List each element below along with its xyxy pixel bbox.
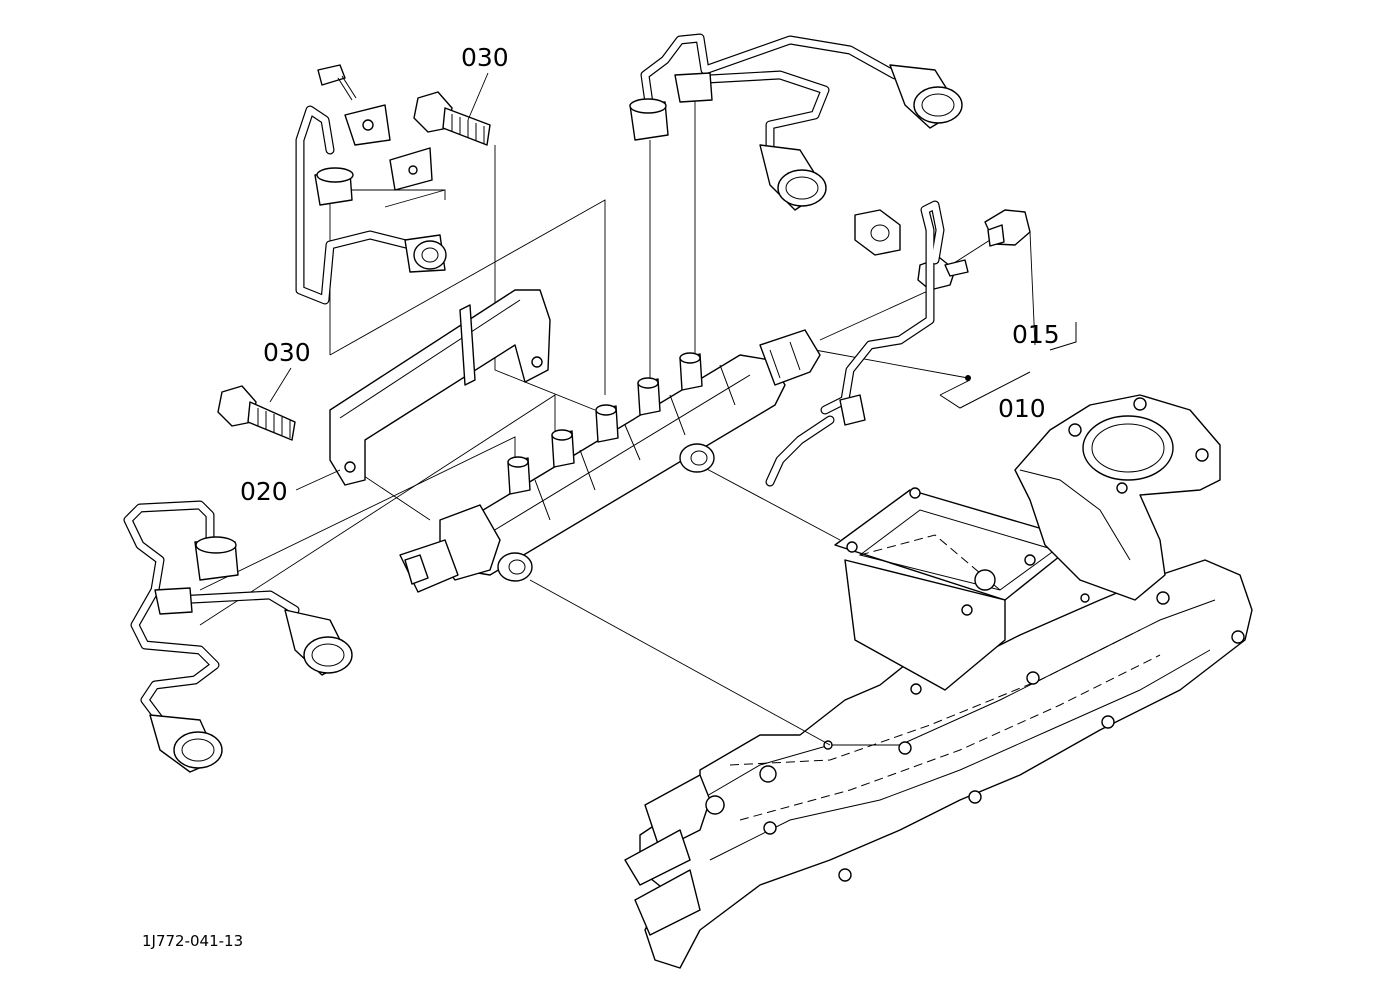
callout-020: 020	[240, 477, 288, 506]
bolt-030-left	[217, 385, 296, 441]
intake-manifold	[624, 394, 1253, 969]
leak-off-pipe-set	[295, 64, 447, 305]
bracket-020	[329, 289, 551, 486]
callout-015: 015	[1012, 320, 1060, 349]
callout-010-bracket	[939, 371, 1031, 409]
callout-010-dot	[965, 375, 971, 381]
callout-010: 010	[998, 394, 1046, 423]
callout-030-top: 030	[461, 43, 509, 72]
common-rail-010	[399, 329, 821, 593]
callout-015-bracket	[1049, 322, 1077, 351]
alignment-lines	[199, 100, 991, 746]
bolt-030-top	[413, 91, 491, 146]
callout-030-left: 030	[263, 338, 311, 367]
top-injection-pipes	[629, 33, 963, 211]
return-fitting-015	[765, 200, 1036, 487]
left-injection-pipes	[123, 500, 353, 773]
leader-020	[295, 469, 341, 491]
drawing-code: 1J772-041-13	[142, 932, 243, 950]
leader-030-left	[269, 367, 292, 403]
leader-030-top	[467, 72, 489, 121]
